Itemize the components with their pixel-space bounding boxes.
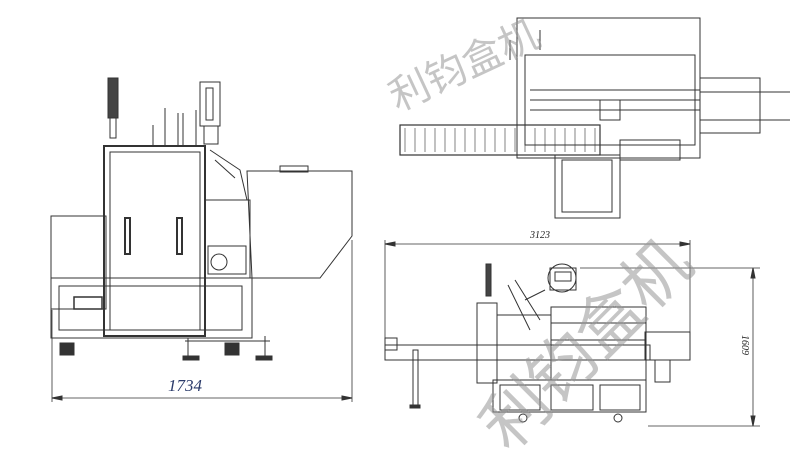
dimension-side-width: 1734 bbox=[168, 376, 202, 395]
top-view bbox=[399, 17, 790, 219]
dimension-front-height: 1609 bbox=[739, 335, 750, 355]
dimension-front-length: 3123 bbox=[530, 230, 550, 241]
front-view bbox=[384, 240, 760, 427]
side-view bbox=[50, 77, 353, 402]
